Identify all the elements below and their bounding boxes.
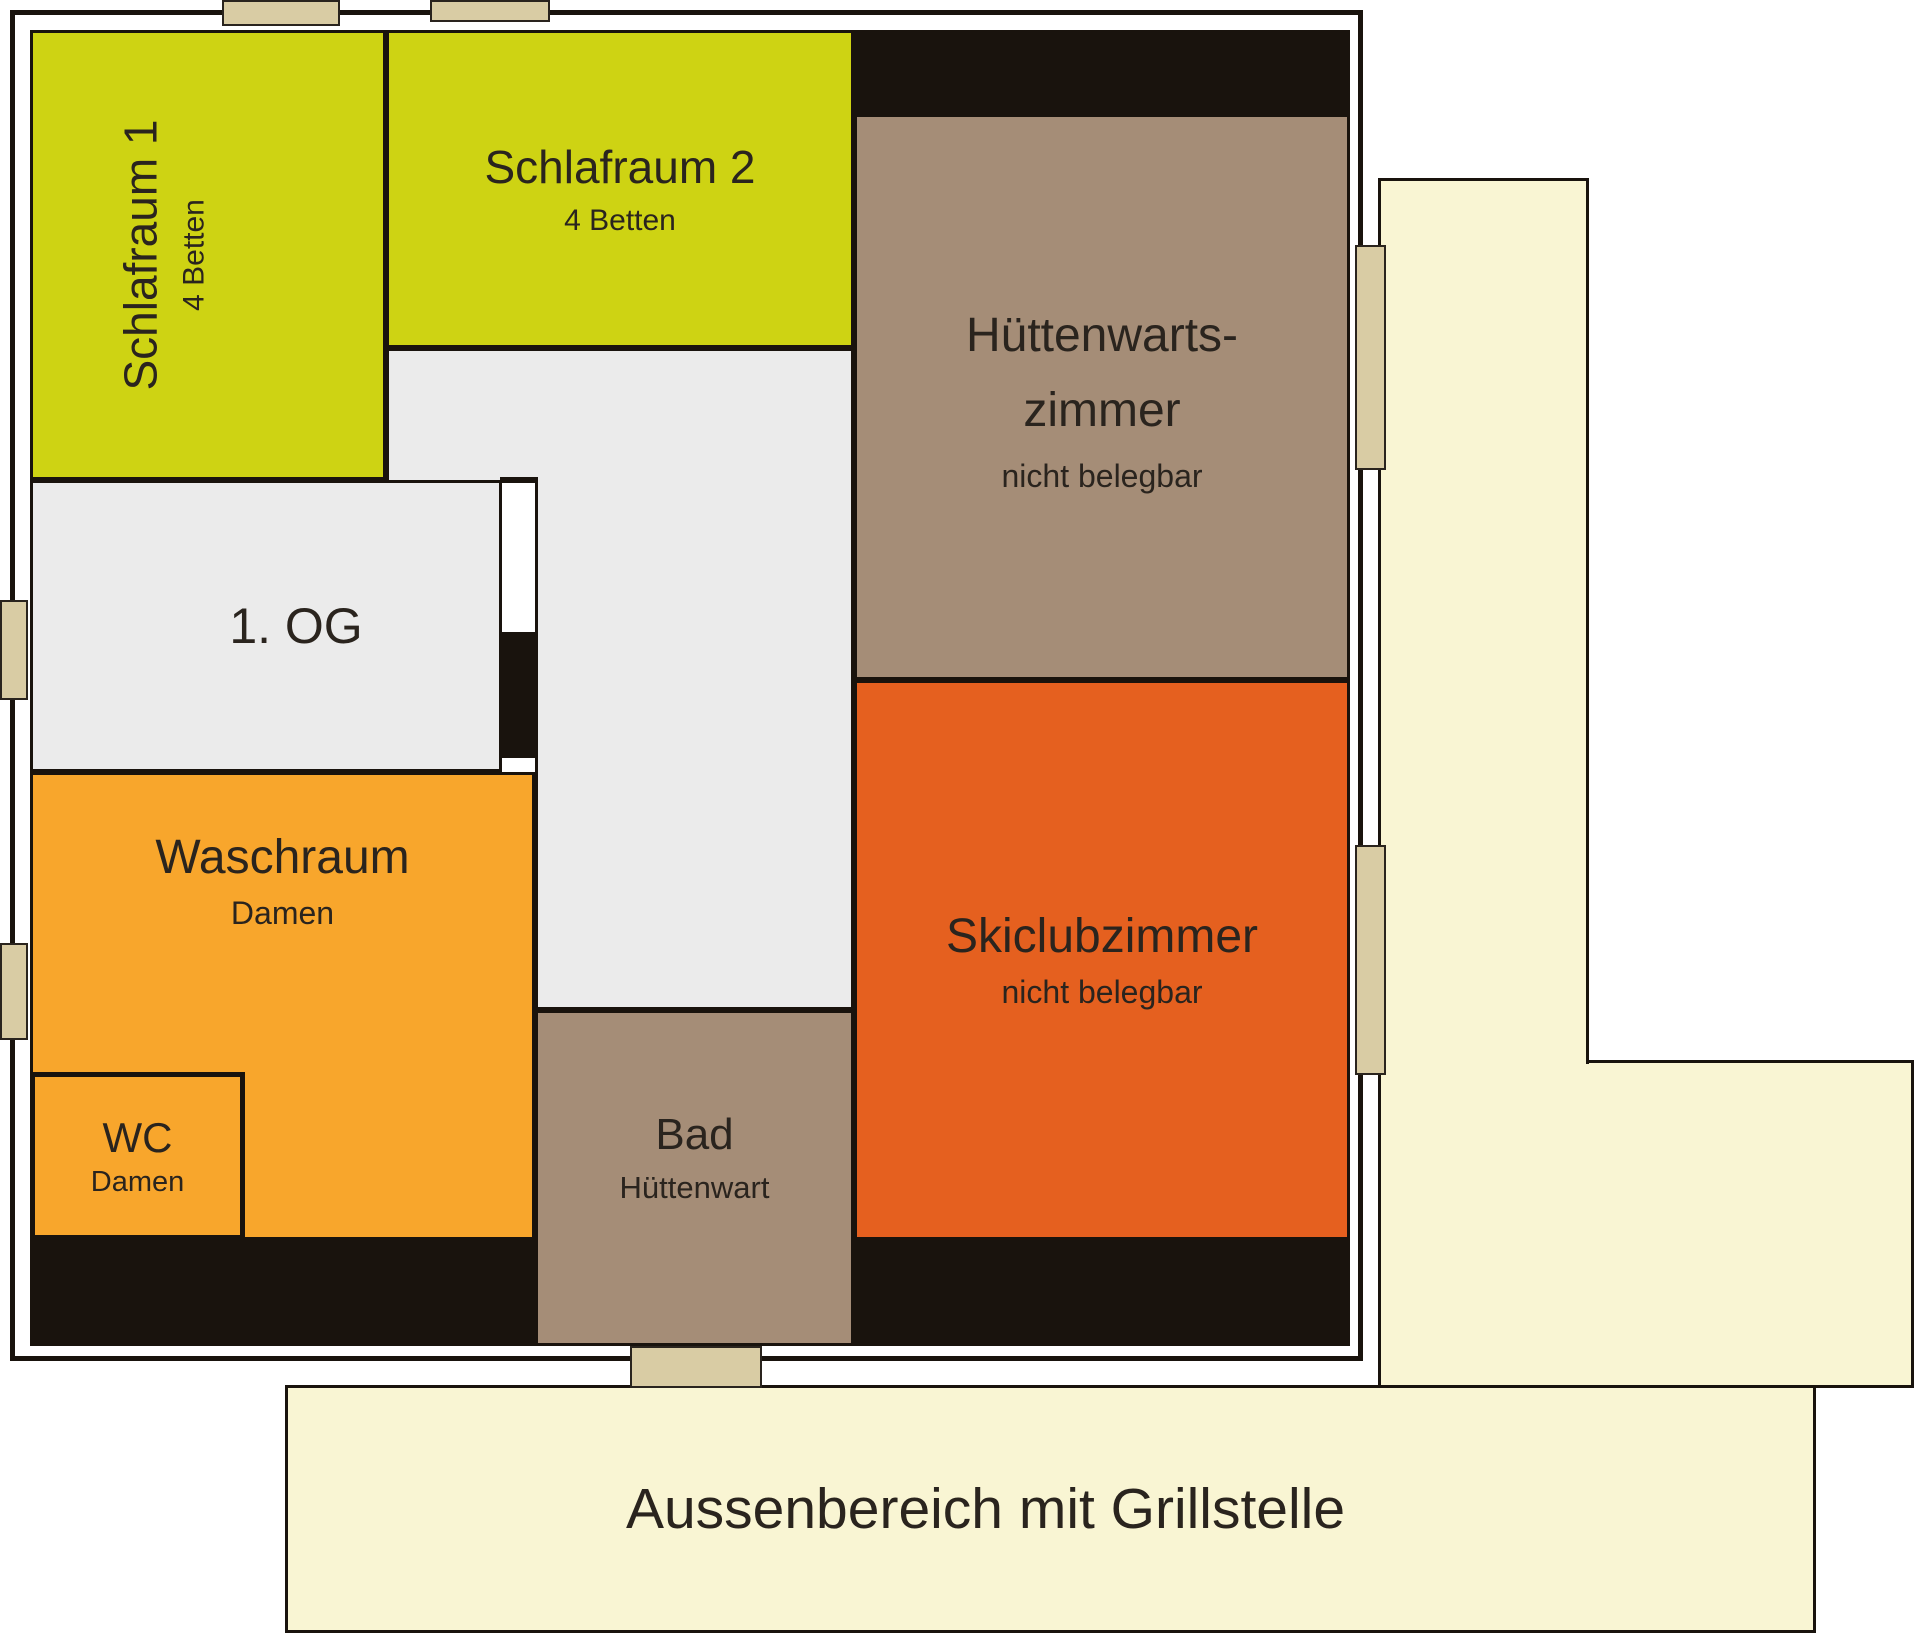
room-name-line1: Hüttenwarts- xyxy=(965,309,1239,363)
hallway xyxy=(535,480,854,1010)
landing-og: 1. OG xyxy=(30,480,502,772)
room-schlafraum-2: Schlafraum 2 4 Betten xyxy=(386,30,854,348)
room-name: Schlafraum 1 xyxy=(114,119,167,391)
room-name: Waschraum xyxy=(155,831,410,884)
room-note: Damen xyxy=(230,895,335,931)
room-note: Hüttenwart xyxy=(619,1170,770,1205)
room-skiclubzimmer: Skiclubzimmer nicht belegbar xyxy=(854,680,1350,1240)
terrace-right-upper xyxy=(1378,178,1589,1064)
room-note: nicht belegbar xyxy=(1001,974,1203,1010)
room-huettenwartszimmer: Hüttenwarts- zimmer nicht belegbar xyxy=(854,114,1350,680)
room-name: Schlafraum 2 xyxy=(484,141,756,193)
wall-segment xyxy=(500,477,538,483)
door-bar xyxy=(502,632,535,758)
hall-connector xyxy=(386,348,854,480)
room-wc: WC Damen xyxy=(30,1072,245,1240)
window-tab-left-1 xyxy=(0,600,28,700)
room-name: WC xyxy=(102,1113,173,1161)
door-tab-bottom xyxy=(630,1346,762,1388)
room-note: Damen xyxy=(90,1165,185,1198)
door-tab-right-2 xyxy=(1355,845,1386,1075)
floor-label: 1. OG xyxy=(229,598,363,654)
wall-area-bottom-right xyxy=(854,1240,1350,1346)
room-bad: Bad Hüttenwart xyxy=(535,1010,854,1346)
terrace-right-lower xyxy=(1378,1060,1914,1388)
room-name: Skiclubzimmer xyxy=(945,910,1259,963)
wall-area-bottom-left xyxy=(30,1240,535,1346)
window-tab-top-1 xyxy=(222,0,340,26)
room-schlafraum-1: Schlafraum 1 4 Betten xyxy=(30,30,386,480)
aussenbereich-area: Aussenbereich mit Grillstelle xyxy=(285,1385,1816,1633)
door-tab-right-1 xyxy=(1355,245,1386,470)
room-beds: 4 Betten xyxy=(177,199,211,311)
room-name: Bad xyxy=(655,1110,734,1159)
room-beds: 4 Betten xyxy=(564,204,676,237)
room-note: nicht belegbar xyxy=(1001,457,1203,494)
window-tab-left-2 xyxy=(0,943,28,1040)
window-tab-top-2 xyxy=(430,0,550,22)
wall-area-top-right xyxy=(854,30,1350,114)
room-label-group: Schlafraum 1 4 Betten xyxy=(114,119,212,390)
aussenbereich-label: Aussenbereich mit Grillstelle xyxy=(625,1477,1346,1541)
room-name-line2: zimmer xyxy=(1023,383,1181,437)
